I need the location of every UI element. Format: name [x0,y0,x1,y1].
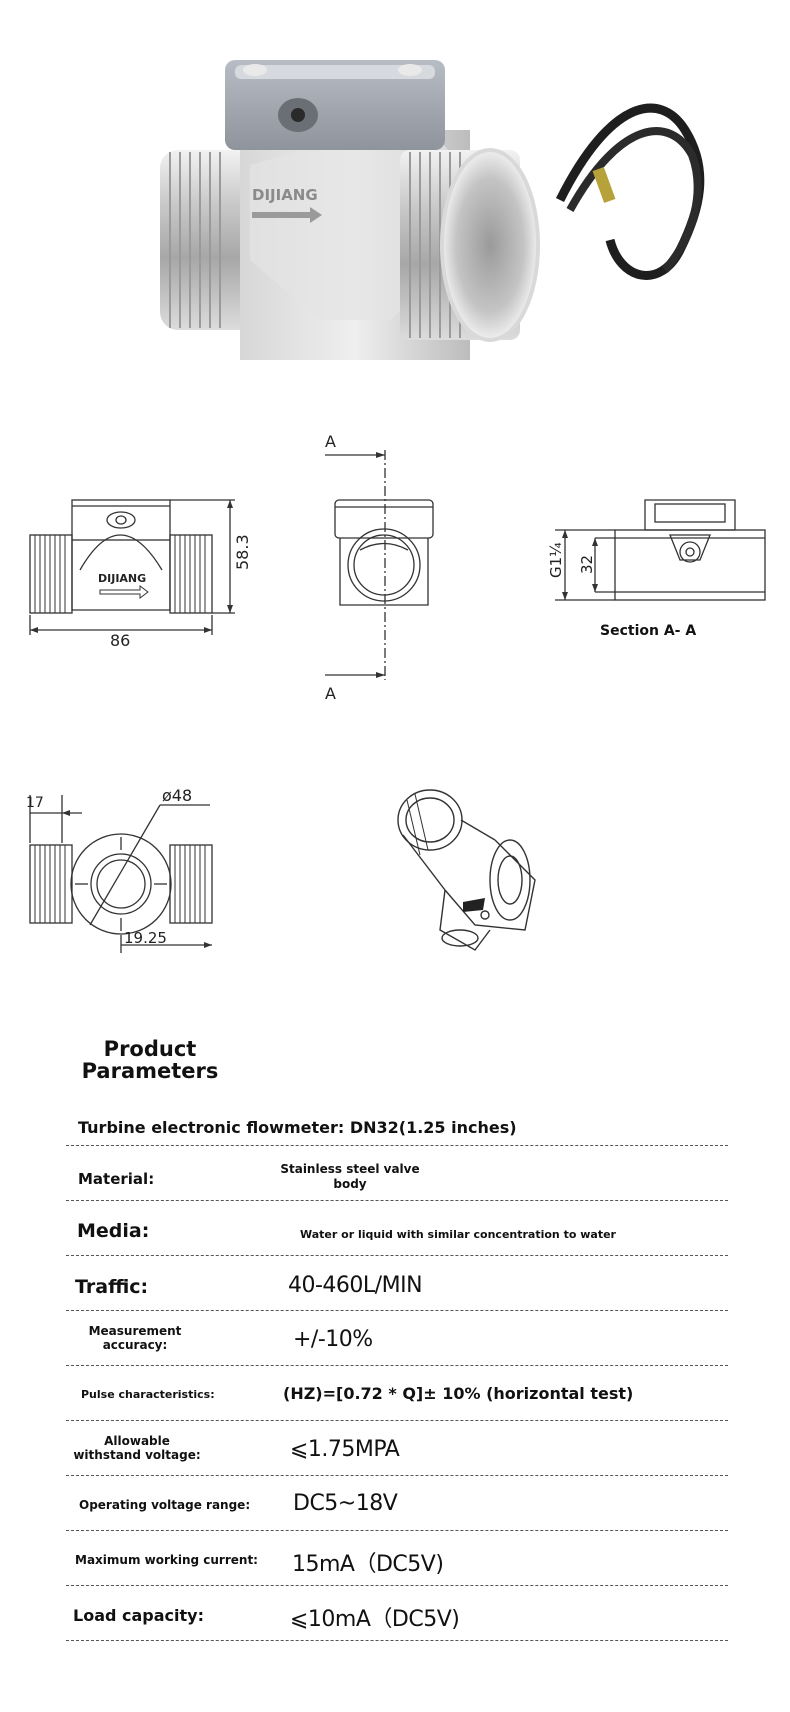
param-label-pulse: Pulse characteristics: [81,1388,215,1401]
section-caption: Section A- A [600,623,697,639]
param-label-traffic: Traffic: [75,1276,149,1298]
param-label-voltage: Operating voltage range: [79,1498,251,1512]
diameter-dimension-label: ø48 [162,786,192,805]
param-value-traffic: 40-460L/MIN [288,1273,423,1298]
isometric-drawing [385,780,565,960]
offset-dimension-label: 17 [26,795,44,811]
param-label-accuracy-line2: accuracy: [102,1338,168,1352]
params-subtitle: Turbine electronic flowmeter: DN32(1.25 … [78,1118,517,1137]
end-view-drawing: A A [310,425,450,700]
row-divider [66,1585,728,1586]
row-divider [66,1145,728,1146]
row-divider [66,1530,728,1531]
row-divider [66,1255,728,1256]
params-title-line2: Parameters [81,1059,219,1083]
param-label-accuracy-line1: Measurement [88,1324,182,1338]
row-divider [66,1420,728,1421]
section-view-drawing: G1¼ 32 Section A- A [535,490,775,650]
param-label-accuracy: Measurement accuracy: [80,1324,190,1352]
row-divider [66,1475,728,1476]
param-label-load: Load capacity: [73,1606,204,1625]
side-view-drawing: DIJIANG 86 58.3 [20,470,250,650]
params-title: Product Parameters [70,1038,230,1082]
height-dimension-label: 58.3 [233,534,250,570]
section-mark-bottom: A [325,684,336,700]
param-label-current: Maximum working current: [75,1553,258,1567]
param-label-withstand-line2: withstand voltage: [73,1448,201,1462]
param-label-withstand-line1: Allowable [104,1434,170,1448]
bore-size-label: 32 [578,555,596,574]
param-value-pulse: (HZ)=[0.72 * Q]± 10% (horizontal test) [283,1384,634,1403]
product-photo: DIJIANG [140,60,720,400]
photo-brand-text: DIJIANG [252,186,318,204]
param-value-load: ⩽10mA（DC5V) [290,1607,460,1632]
param-value-current: 15mA（DC5V) [292,1552,444,1577]
param-label-material: Material: [78,1170,155,1188]
row-divider [66,1310,728,1311]
row-divider [66,1640,728,1641]
row-divider [66,1365,728,1366]
param-label-media: Media: [77,1220,150,1242]
drawing-brand-text: DIJIANG [98,572,146,585]
top-view-drawing: 17 ø48 19.25 [20,785,230,955]
param-label-withstand: Allowable withstand voltage: [72,1434,202,1462]
thread-size-label: G1¼ [547,542,565,578]
section-mark-top: A [325,432,336,451]
half-length-dimension-label: 19.25 [124,929,167,947]
param-value-material-line1: Stainless steel valve [280,1162,420,1176]
row-divider [66,1200,728,1201]
param-value-material-line2: body [333,1177,367,1191]
param-value-media: Water or liquid with similar concentrati… [300,1228,616,1241]
param-value-material: Stainless steel valve body [270,1162,430,1192]
param-value-withstand: ⩽1.75MPA [290,1437,400,1462]
param-value-voltage: DC5~18V [293,1491,398,1516]
length-dimension-label: 86 [110,631,130,650]
params-title-line1: Product [103,1037,197,1061]
param-value-accuracy: +/-10% [293,1327,373,1352]
